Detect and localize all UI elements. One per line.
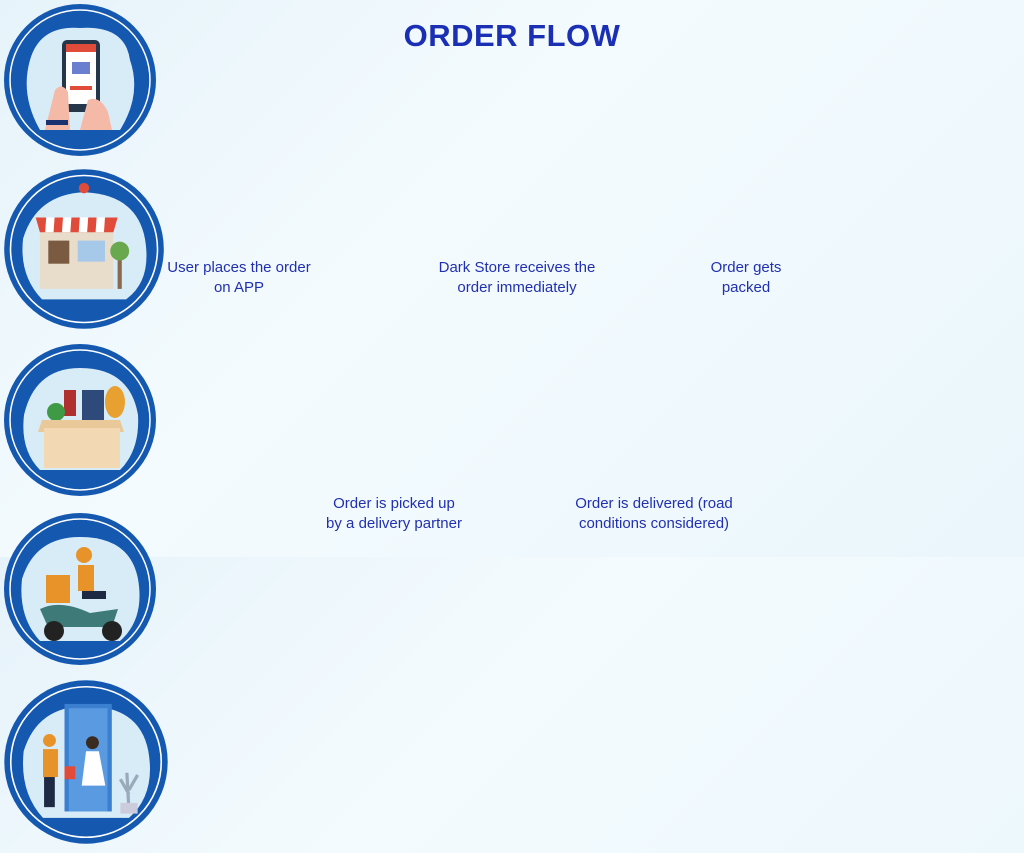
packed-box-icon <box>4 344 156 496</box>
step-label: on APP <box>213 279 265 296</box>
step-label: Order gets <box>710 259 782 276</box>
step-delivered: Order is delivered (road conditions consi… <box>0 495 1024 853</box>
step-label: packed <box>721 279 771 296</box>
step-label: by a delivery partner <box>326 515 462 532</box>
step-label: Order is picked up <box>333 495 455 512</box>
step-picked-up: Order is picked up by a delivery partner <box>0 495 1024 676</box>
delivery-scooter-icon <box>4 513 156 665</box>
step-label: order immediately <box>457 279 577 296</box>
step-order-packed: Order gets packed <box>0 259 1024 507</box>
store-icon <box>4 169 164 329</box>
step-label: Dark Store receives the <box>438 259 596 276</box>
phone-shopping-icon <box>4 4 156 156</box>
step-label: Order is delivered (road <box>575 495 733 512</box>
step-dark-store: Dark Store receives the order immediately <box>0 165 1024 338</box>
page-title: ORDER FLOW <box>403 18 621 53</box>
step-label: User places the order <box>167 259 311 276</box>
step-label: conditions considered) <box>578 515 730 532</box>
doorstep-delivery-icon <box>4 680 168 844</box>
step-user-places-order: User places the order on APP <box>0 0 1024 296</box>
